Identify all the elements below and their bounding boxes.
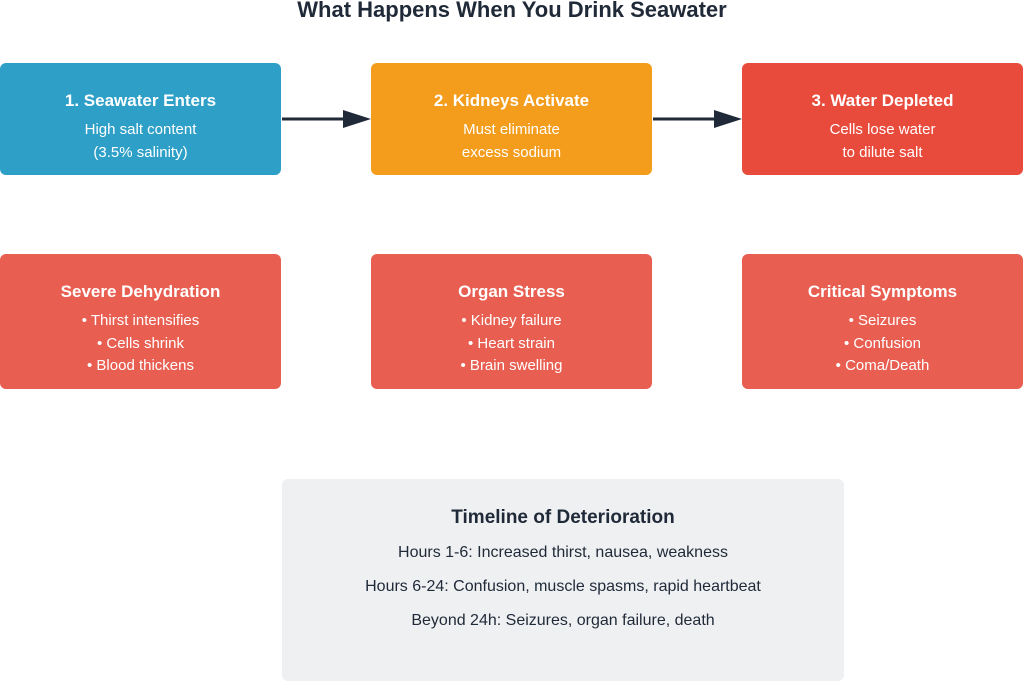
effect-organ-stress: Organ Stress • Kidney failure • Heart st…: [371, 254, 652, 389]
effect-item: • Heart strain: [468, 334, 555, 352]
effect-item: • Seizures: [848, 312, 917, 329]
step-seawater-enters: 1. Seawater Enters High salt content (3.…: [0, 63, 281, 175]
step-line: High salt content: [84, 121, 197, 138]
timeline-row: Beyond 24h: Seizures, organ failure, dea…: [411, 612, 715, 629]
effect-title: Organ Stress: [458, 282, 565, 301]
step-line: to dilute salt: [842, 143, 923, 161]
page-title: What Happens When You Drink Seawater: [297, 0, 727, 22]
step-line: (3.5% salinity): [93, 143, 188, 161]
step-title: 1. Seawater Enters: [64, 91, 217, 110]
step-line: Cells lose water: [829, 121, 936, 138]
effect-item: • Cells shrink: [97, 334, 184, 352]
step-line: Must eliminate: [463, 121, 560, 138]
timeline-panel: Timeline of Deterioration Hours 1-6: Inc…: [282, 479, 844, 681]
effect-item: • Thirst intensifies: [81, 312, 200, 329]
timeline-title: Timeline of Deterioration: [451, 507, 675, 528]
effect-title: Severe Dehydration: [60, 282, 221, 301]
effect-severe-dehydration: Severe Dehydration • Thirst intensifies …: [0, 254, 281, 389]
arrow-step2-to-step3: [653, 110, 742, 128]
effect-critical-symptoms: Critical Symptoms • Seizures • Confusion…: [742, 254, 1023, 389]
step-line: excess sodium: [461, 143, 562, 161]
timeline-row: Hours 1-6: Increased thirst, nausea, wea…: [398, 544, 728, 561]
step-kidneys-activate: 2. Kidneys Activate Must eliminate exces…: [371, 63, 652, 175]
effect-item: • Kidney failure: [461, 312, 562, 329]
step-title: 2. Kidneys Activate: [433, 91, 590, 110]
step-water-depleted: 3. Water Depleted Cells lose water to di…: [742, 63, 1023, 175]
effect-item: • Coma/Death: [835, 357, 930, 374]
effect-title: Critical Symptoms: [807, 282, 958, 301]
effect-item: • Blood thickens: [87, 357, 194, 374]
effect-item: • Brain swelling: [460, 357, 563, 374]
timeline-row: Hours 6-24: Confusion, muscle spasms, ra…: [365, 578, 761, 595]
arrow-step1-to-step2: [282, 110, 371, 128]
step-title: 3. Water Depleted: [811, 91, 954, 110]
effect-item: • Confusion: [844, 334, 921, 352]
